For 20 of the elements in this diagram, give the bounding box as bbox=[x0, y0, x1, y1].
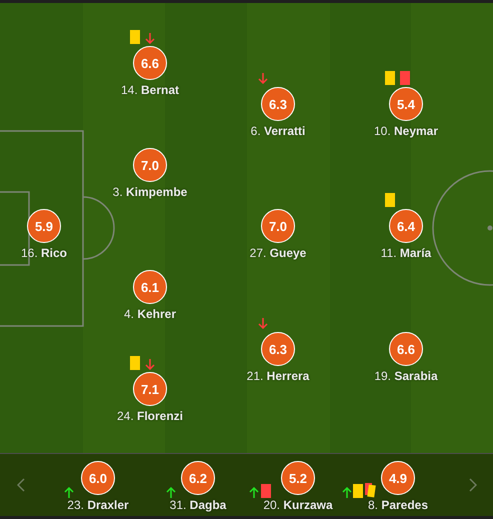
player-name: 23. Draxler bbox=[67, 498, 129, 512]
player-name: 27. Gueye bbox=[250, 246, 306, 260]
player-name: 11. María bbox=[380, 246, 432, 260]
player-name: 4. Kehrer bbox=[124, 307, 176, 321]
player-name: 10. Neymar bbox=[374, 124, 438, 138]
player-name: 20. Kurzawa bbox=[263, 498, 333, 512]
rating-circle: 6.0 bbox=[81, 461, 115, 495]
player-name: 14. Bernat bbox=[120, 83, 180, 97]
substitutes-bar bbox=[0, 453, 493, 516]
player-name: 6. Verratti bbox=[250, 124, 306, 138]
player-name: 21. Herrera bbox=[246, 369, 310, 383]
player-name: 3. Kimpembe bbox=[112, 185, 188, 199]
rating-circle: 4.9 bbox=[381, 461, 415, 495]
player-name: 24. Florenzi bbox=[116, 409, 184, 423]
player-name: 8. Paredes bbox=[368, 498, 428, 512]
rating-circle: 6.2 bbox=[181, 461, 215, 495]
rating-circle: 5.2 bbox=[281, 461, 315, 495]
player-name: 31. Dagba bbox=[170, 498, 226, 512]
player-name: 16. Rico bbox=[20, 246, 68, 260]
player-name: 19. Sarabia bbox=[374, 369, 438, 383]
